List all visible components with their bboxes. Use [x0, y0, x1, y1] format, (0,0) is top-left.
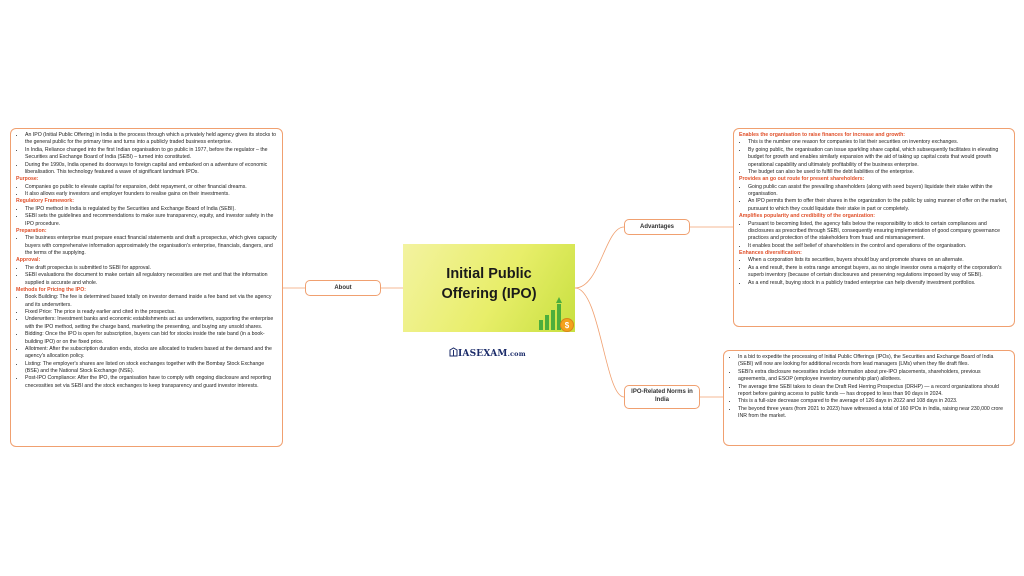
exit-route-list: Going public can assist the prevailing s…: [739, 184, 1009, 214]
list-item: Underwriters: Investment banks and econo…: [25, 316, 277, 331]
list-item: Listing: The employer's shares are liste…: [25, 361, 277, 376]
list-item: By going public, the organisation can is…: [748, 147, 1009, 169]
section-heading-exit-route: Provides an go out route for present sha…: [739, 176, 865, 183]
brand-name: IASEXAM: [458, 349, 508, 359]
list-item: Going public can assist the prevailing s…: [748, 184, 1009, 199]
list-item: In a bid to expedite the processing of I…: [738, 354, 1009, 369]
list-item: Pursuant to becoming listed, the agency …: [748, 221, 1009, 243]
list-item: During the 1990s, India opened its doorw…: [25, 162, 277, 177]
list-item: This is a full-size decrease compared to…: [738, 398, 1009, 405]
preparation-list: The business enterprise must prepare exa…: [16, 235, 277, 257]
purpose-list: Companies go public to elevate capital f…: [16, 184, 277, 199]
approval-list: The draft prospectus is submitted to SEB…: [16, 265, 277, 287]
list-item: The business enterprise must prepare exa…: [25, 235, 277, 257]
section-heading-credibility: Amplifies popularity and credibility of …: [739, 213, 876, 220]
central-topic[interactable]: Initial Public Offering (IPO) $: [403, 244, 575, 332]
diversification-list: When a corporation lists its securities,…: [739, 257, 1009, 287]
brand-suffix: .com: [507, 350, 526, 358]
list-item: As a end result, there is extra range am…: [748, 265, 1009, 280]
section-heading-pricing: Methods for Pricing the IPO:: [16, 286, 87, 293]
list-item: Fixed Price: The price is ready earlier …: [25, 309, 277, 316]
list-item: Post-IPO Compliance: After the IPO, the …: [25, 375, 277, 390]
node-about[interactable]: About: [305, 280, 381, 296]
list-item: Allotment: After the subscription durati…: [25, 346, 277, 361]
list-item: It also allows early investors and emplo…: [25, 191, 277, 198]
central-title-line-2: Offering (IPO): [441, 286, 537, 303]
central-title-line-1: Initial Public: [446, 266, 532, 282]
norms-panel: In a bid to expedite the processing of I…: [723, 350, 1015, 446]
regulatory-list: The IPO method in India is regulated by …: [16, 206, 277, 228]
list-item: SEBI sets the guidelines and recommendat…: [25, 213, 277, 228]
list-item: The draft prospectus is submitted to SEB…: [25, 265, 277, 272]
brand-logo: IASEXAM.com: [449, 347, 526, 359]
svg-text:$: $: [565, 321, 570, 330]
section-heading-preparation: Preparation:: [16, 227, 47, 234]
list-item: In India, Reliance changed into the firs…: [25, 147, 277, 162]
about-intro-list: An IPO (Initial Public Offering) in Indi…: [16, 132, 277, 176]
list-item: It enables boost the self belief of shar…: [748, 243, 1009, 250]
connector-center-norms: [574, 287, 625, 398]
list-item: Book Building: The fee is determined bas…: [25, 294, 277, 309]
list-item: When a corporation lists its securities,…: [748, 257, 1009, 264]
section-heading-approval: Approval:: [16, 257, 41, 264]
list-item: As a end result, buying stock in a publi…: [748, 280, 1009, 287]
list-item: The beyond three years (from 2021 to 202…: [738, 406, 1009, 421]
growth-chart-coin-icon: $: [539, 297, 574, 332]
node-advantages[interactable]: Advantages: [624, 219, 690, 235]
node-ipo-norms[interactable]: IPO-Related Norms in India: [624, 385, 700, 409]
pricing-list: Book Building: The fee is determined bas…: [16, 294, 277, 390]
norms-list: In a bid to expedite the processing of I…: [729, 354, 1009, 420]
connector-center-advantages: [574, 226, 625, 289]
list-item: SEBI evaluations the document to make ce…: [25, 272, 277, 287]
list-item: An IPO (Initial Public Offering) in Indi…: [25, 132, 277, 147]
credibility-list: Pursuant to becoming listed, the agency …: [739, 221, 1009, 251]
advantages-panel: Enables the organisation to raise financ…: [733, 128, 1015, 327]
list-item: An IPO permits them to offer their share…: [748, 198, 1009, 213]
list-item: The budget can also be used to fulfill t…: [748, 169, 1009, 176]
section-heading-regulatory: Regulatory Framework:: [16, 198, 74, 205]
raise-finances-list: This is the number one reason for compan…: [739, 139, 1009, 176]
list-item: SEBI's extra disclosure necessities incl…: [738, 369, 1009, 384]
ias-emblem-icon: [449, 347, 458, 357]
list-item: The average time SEBI takes to clean the…: [738, 384, 1009, 399]
central-topic-title: Initial Public Offering (IPO): [403, 264, 575, 305]
list-item: The IPO method in India is regulated by …: [25, 206, 277, 213]
section-heading-diversification: Enhances diversification:: [739, 250, 802, 256]
section-heading-raise-finances: Enables the organisation to raise financ…: [739, 132, 906, 138]
list-item: This is the number one reason for compan…: [748, 139, 1009, 146]
section-heading-purpose: Purpose:: [16, 176, 39, 183]
list-item: Companies go public to elevate capital f…: [25, 184, 277, 191]
list-item: Bidding: Once the IPO is open for subscr…: [25, 331, 277, 346]
about-panel: An IPO (Initial Public Offering) in Indi…: [10, 128, 283, 447]
